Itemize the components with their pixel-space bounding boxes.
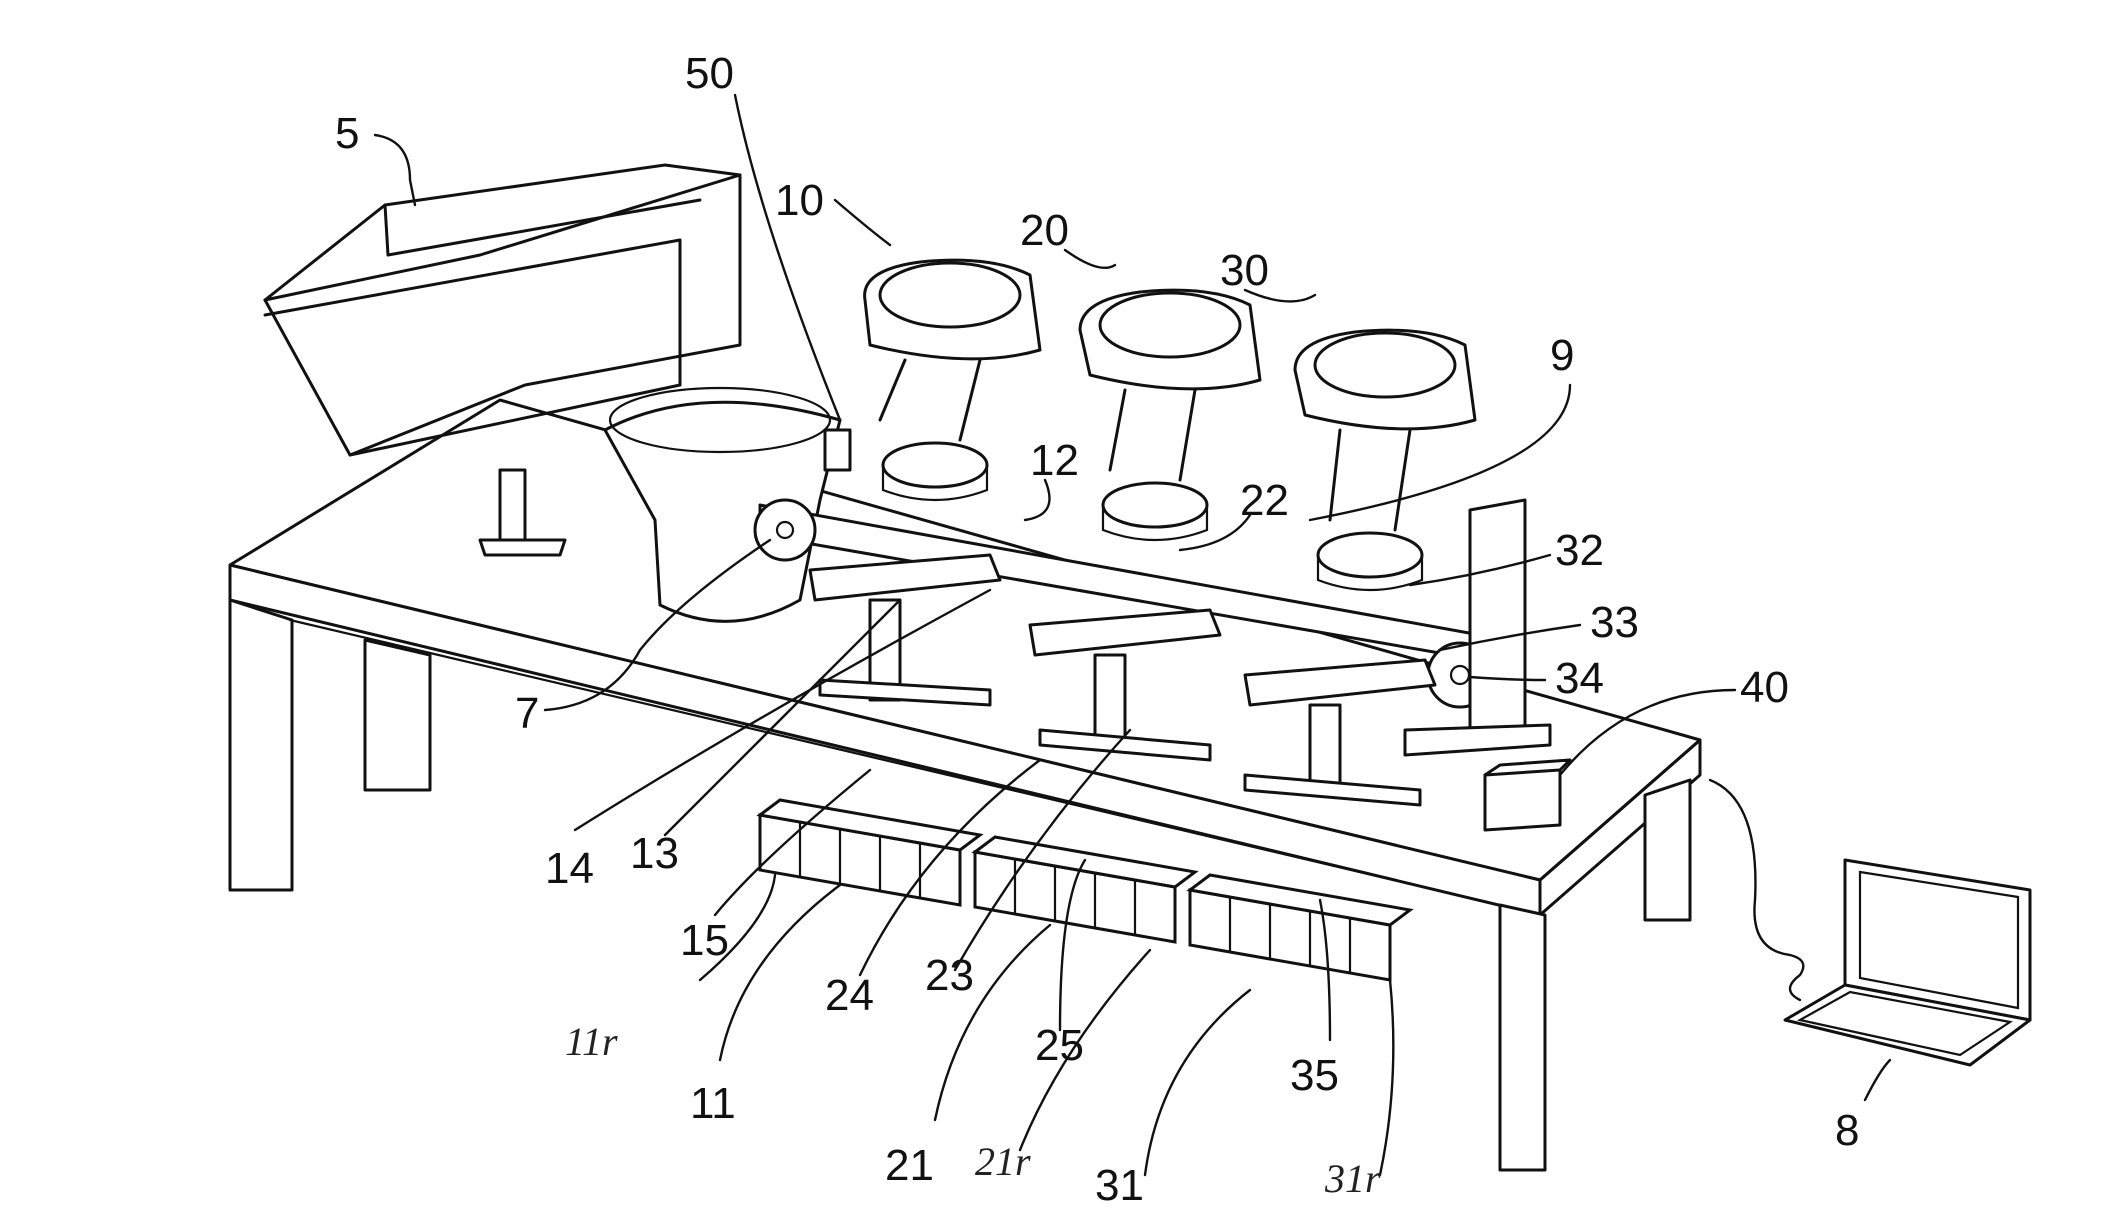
label-35: 35	[1290, 1051, 1339, 1100]
label-14: 14	[545, 844, 594, 893]
label-11r: 11r	[565, 1019, 618, 1064]
station-10-plate	[808, 553, 1002, 602]
label-21: 21	[885, 1141, 934, 1190]
table-leg-back-left	[363, 638, 432, 792]
label-13: 13	[630, 829, 679, 878]
label-40: 40	[1740, 663, 1789, 712]
hopper	[263, 163, 742, 557]
station-20	[1028, 288, 1262, 762]
bins-group-11	[756, 798, 984, 907]
label-22: 22	[1240, 476, 1289, 525]
label-24: 24	[825, 971, 874, 1020]
table-leg-front-right	[1498, 903, 1547, 1172]
bowl-feeder	[603, 386, 852, 623]
label-34: 34	[1555, 654, 1604, 703]
reference-numerals: 5 50 10 20 30 9 12 22 32 33 34 40 7 14 1…	[335, 49, 1859, 1210]
label-32: 32	[1555, 526, 1604, 575]
label-8: 8	[1835, 1106, 1859, 1155]
station-10	[808, 258, 1042, 707]
laptop-cable	[1708, 778, 1805, 1002]
label-21r: 21r	[975, 1139, 1031, 1184]
station-30-plate	[1243, 658, 1437, 707]
label-15: 15	[680, 916, 729, 965]
table-leg-back-right	[1643, 778, 1692, 922]
controller-box	[1483, 758, 1572, 832]
label-7: 7	[515, 689, 539, 738]
label-31: 31	[1095, 1161, 1144, 1210]
label-5: 5	[335, 109, 359, 158]
label-10: 10	[775, 176, 824, 225]
label-23: 23	[925, 951, 974, 1000]
laptop	[1708, 778, 2032, 1067]
hopper-stand-base	[478, 538, 567, 557]
conveyor-roller-left	[753, 498, 817, 562]
bins-group-21	[971, 835, 1199, 944]
laptop-keyboard	[1783, 983, 2032, 1067]
label-31r: 31r	[1324, 1156, 1381, 1201]
leader-lines	[373, 93, 1892, 1177]
station-30	[1243, 328, 1477, 807]
station-20-plate	[1028, 608, 1222, 657]
label-12: 12	[1030, 436, 1079, 485]
table-leg-front-left	[228, 598, 294, 892]
bins-group-31	[1186, 873, 1414, 982]
label-11: 11	[690, 1079, 736, 1128]
feeder-chute	[823, 428, 852, 472]
label-9: 9	[1550, 331, 1574, 380]
support-column	[1403, 498, 1552, 757]
label-30: 30	[1220, 246, 1269, 295]
label-33: 33	[1590, 598, 1639, 647]
label-20: 20	[1020, 206, 1069, 255]
label-50: 50	[685, 49, 734, 98]
label-25: 25	[1035, 1021, 1084, 1070]
